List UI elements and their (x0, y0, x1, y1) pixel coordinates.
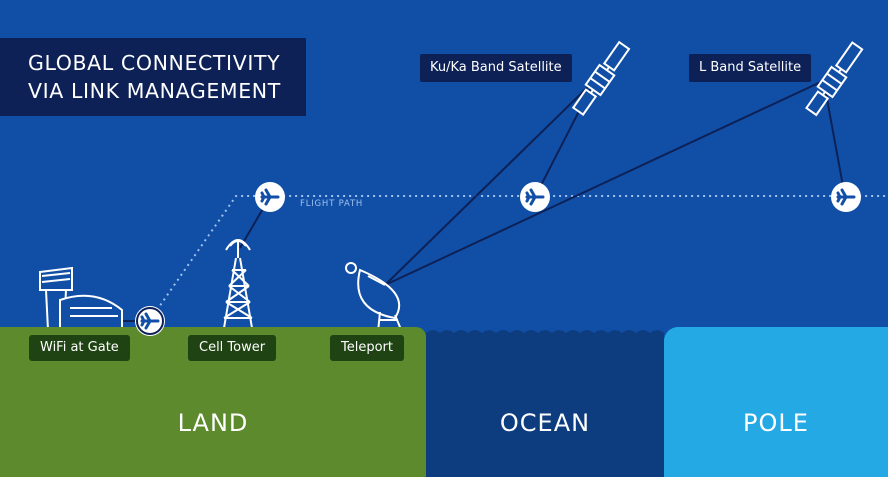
flight-path-label: FLIGHT PATH (300, 199, 364, 209)
ku-ka-satellite-label: Ku/Ka Band Satellite (420, 54, 572, 82)
teleport-label: Teleport (330, 335, 404, 361)
pole-label: POLE (743, 409, 809, 437)
diagram-title: GLOBAL CONNECTIVITY VIA LINK MANAGEMENT (0, 38, 306, 116)
l-band-satellite-label: L Band Satellite (689, 54, 812, 82)
plane-icon (255, 182, 285, 212)
wifi-gate-label: WiFi at Gate (29, 335, 130, 361)
teleport-ku-link (384, 79, 596, 286)
flight-path-line (149, 195, 888, 321)
ocean-region: OCEAN (426, 333, 664, 477)
teleport-l-link (384, 79, 826, 286)
plane-icon (831, 182, 861, 212)
l-band-satellite-icon (805, 41, 864, 117)
ocean-waves (426, 330, 664, 333)
satellite-dish-icon (345, 262, 403, 333)
pole-region: POLE (664, 327, 888, 477)
ocean-label: OCEAN (499, 409, 591, 437)
title-line-2: VIA LINK MANAGEMENT (28, 79, 281, 103)
ku-ka-satellite-icon (571, 40, 631, 116)
plane-icon (135, 306, 165, 336)
land-label: LAND (177, 409, 249, 437)
cell-tower-label: Cell Tower (188, 335, 277, 361)
airport-terminal-icon (39, 266, 123, 331)
plane-icon (520, 182, 550, 212)
title-line-1: GLOBAL CONNECTIVITY (28, 51, 281, 75)
cell-tower-icon (223, 239, 253, 329)
l-plane-link (824, 87, 846, 198)
